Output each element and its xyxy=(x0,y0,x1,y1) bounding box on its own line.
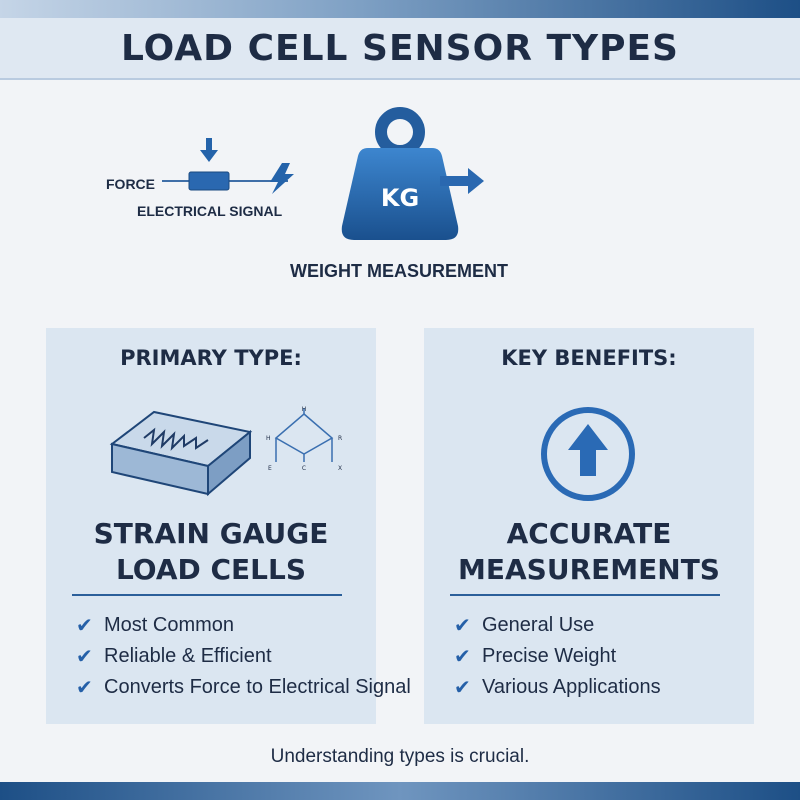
check-icon: ✔ xyxy=(76,615,93,637)
bridge-label-top: H xyxy=(302,406,307,413)
bridge-label-left: H xyxy=(266,435,271,442)
signal-label: ELECTRICAL SIGNAL xyxy=(137,203,283,219)
benefits-divider xyxy=(450,594,720,596)
weight-measurement-label: WEIGHT MEASUREMENT xyxy=(290,261,508,281)
check-icon: ✔ xyxy=(76,677,93,699)
up-arrow-circle-icon xyxy=(541,407,635,501)
key-benefits-panel: KEY BENEFITS: ACCURATE MEASUREMENTS ✔ Gen… xyxy=(424,328,754,724)
bullet-text: Most Common xyxy=(104,614,235,636)
primary-type-title-line2: LOAD CELLS xyxy=(115,553,307,586)
right-arrow-icon xyxy=(440,168,484,194)
lightning-icon xyxy=(270,163,294,194)
list-item: ✔ Various Applications xyxy=(454,672,661,703)
key-benefits-title: ACCURATE MEASUREMENTS xyxy=(424,516,754,588)
list-item: ✔ Precise Weight xyxy=(454,641,661,672)
benefits-bullet-list: ✔ General Use ✔ Precise Weight ✔ Various Ap… xyxy=(454,610,661,703)
bridge-label-bottom-right: X xyxy=(338,465,342,472)
key-benefits-title-line2: MEASUREMENTS xyxy=(458,553,720,586)
check-icon: ✔ xyxy=(454,615,471,637)
strain-gauge-block-icon xyxy=(109,410,253,497)
list-item: ✔ General Use xyxy=(454,610,661,641)
bullet-text: Converts Force to Electrical Signal xyxy=(104,676,411,698)
check-icon: ✔ xyxy=(454,677,471,699)
bridge-label-bottom: C xyxy=(302,465,306,472)
bottom-accent-bar xyxy=(0,782,800,800)
primary-bullet-list: ✔ Most Common ✔ Reliable & Efficient ✔ Conv… xyxy=(76,610,411,703)
primary-type-panel: PRIMARY TYPE: H H R C E X STRAIN GAUGE L… xyxy=(46,328,411,724)
down-arrow-icon xyxy=(200,138,218,162)
list-item: ✔ Most Common xyxy=(76,610,411,641)
wheatstone-bridge-icon: H H R C E X xyxy=(266,406,342,472)
bullet-text: Precise Weight xyxy=(482,645,617,667)
kg-weight-icon: KG xyxy=(341,107,484,240)
primary-type-title-line1: STRAIN GAUGE xyxy=(93,517,329,550)
bullet-text: Various Applications xyxy=(482,676,661,698)
list-item: ✔ Converts Force to Electrical Signal xyxy=(76,672,411,703)
bridge-label-bottom-left: E xyxy=(268,465,272,472)
top-accent-bar xyxy=(0,0,800,18)
page-title: LOAD CELL SENSOR TYPES xyxy=(121,27,679,69)
key-benefits-title-line1: ACCURATE xyxy=(506,517,672,550)
bullet-text: General Use xyxy=(482,614,595,636)
title-band: LOAD CELL SENSOR TYPES xyxy=(0,18,800,80)
footer-caption: Understanding types is crucial. xyxy=(270,746,530,767)
key-benefits-heading: KEY BENEFITS: xyxy=(501,346,677,370)
primary-type-title: STRAIN GAUGE LOAD CELLS xyxy=(46,516,376,588)
force-label: FORCE xyxy=(106,176,155,192)
force-signal-diagram xyxy=(162,138,294,194)
list-item: ✔ Reliable & Efficient xyxy=(76,641,411,672)
check-icon: ✔ xyxy=(76,646,93,668)
bridge-label-right: R xyxy=(338,435,342,442)
kg-label: KG xyxy=(381,184,419,212)
bullet-text: Reliable & Efficient xyxy=(104,645,272,667)
primary-type-heading: PRIMARY TYPE: xyxy=(120,346,302,370)
primary-divider xyxy=(72,594,342,596)
check-icon: ✔ xyxy=(454,646,471,668)
